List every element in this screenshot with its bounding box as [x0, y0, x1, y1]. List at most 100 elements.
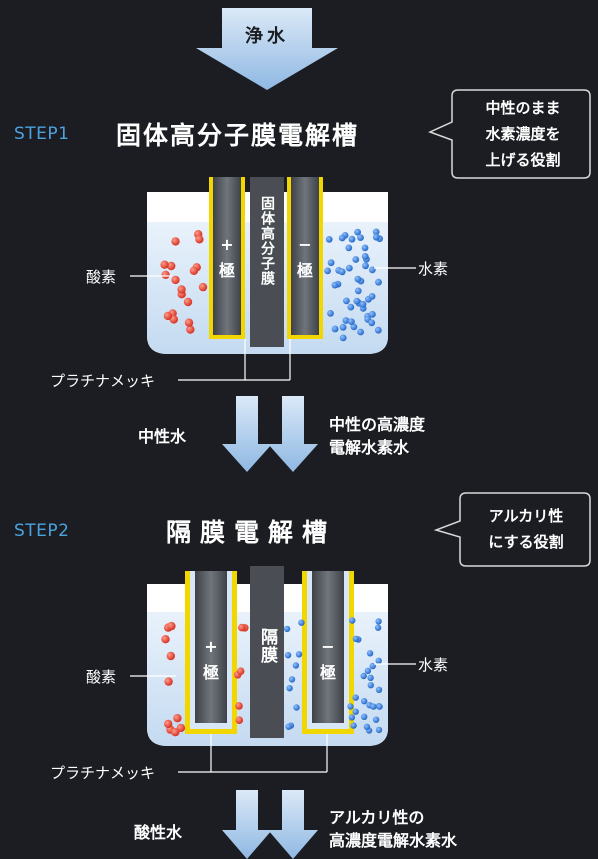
- step1-oxygen-bubble: [186, 325, 195, 334]
- step1-oxygen-bubble: [183, 297, 193, 307]
- step2-hydrogen-bubble: [292, 662, 300, 669]
- step1-hydrogen-bubble: [368, 319, 376, 327]
- step2-hydrogen-bubble: [366, 650, 374, 657]
- step1-oxygen-bubble: [184, 318, 194, 327]
- bottom-arrow-right: [268, 790, 318, 859]
- step2-hydrogen-bubble: [288, 676, 296, 683]
- step2-hydrogen-bubble: [349, 617, 356, 624]
- step1-hydrogen-bubble: [353, 297, 361, 305]
- step1-hydrogen-bubble: [343, 297, 350, 305]
- step1-oxygen-bubble: [163, 311, 173, 321]
- step2-callout: アルカリ性 にする役割: [462, 503, 590, 555]
- step2-cathode-text: 極: [319, 663, 336, 682]
- step1-hydrogen-bubble: [342, 317, 350, 324]
- step2-oxygen-bubble: [173, 714, 182, 723]
- step1-membrane: [250, 177, 284, 347]
- step1-oxygen-bubble: [171, 275, 180, 285]
- step1-hydrogen-bubble: [331, 325, 339, 333]
- step2-oxygen-bubble: [235, 716, 244, 724]
- step1-anode-text: 極: [218, 261, 235, 280]
- step1-cathode-text: 極: [296, 261, 313, 280]
- step2-hydrogen-bubble: [295, 651, 303, 658]
- step2-cathode-label: − 極: [312, 634, 344, 686]
- step1-output-right-line2: 電解水素水: [329, 438, 410, 457]
- step1-hydrogen-bubble: [357, 328, 364, 336]
- step2-hydrogen-bubble: [367, 674, 374, 681]
- step1-hydrogen-bubble: [331, 281, 339, 289]
- step1-hydrogen-bubble: [324, 267, 331, 275]
- step2-hydrogen-bubble: [348, 714, 356, 721]
- step2-hydrogen-bubble: [352, 694, 359, 701]
- step1-output-left: 中性水: [138, 427, 187, 446]
- step1-hydrogen-bubble: [368, 293, 376, 300]
- step1-hydrogen-bubble: [338, 268, 346, 276]
- step2-output-left: 酸性水: [134, 823, 183, 842]
- step1-membrane-label: 固体高分子膜: [259, 196, 275, 286]
- step1-oxygen-bubble: [195, 235, 204, 244]
- step2-oxygen-bubble: [238, 623, 246, 632]
- step1-hydrogen-bubble: [339, 334, 347, 342]
- step2-plating-label: プラチナメッキ: [50, 764, 156, 782]
- step2-oxygen-bubble: [236, 667, 245, 675]
- step2-hydrogen-bubble: [360, 672, 367, 680]
- step1-hydrogen-bubble: [374, 326, 382, 334]
- mid-arrow-left: [222, 396, 272, 472]
- step1-output-right-line1: 中性の高濃度: [329, 415, 426, 434]
- step2-hydrogen-bubble: [298, 619, 305, 626]
- step2-hydrogen-bubble: [376, 703, 383, 710]
- step2-hydrogen-bubble: [364, 667, 372, 675]
- step1-hydrogen-bubble: [352, 256, 360, 263]
- step2-hydrogen-bubble: [361, 698, 368, 705]
- step1-callout-line3: 上げる役割: [485, 151, 561, 169]
- step1-hydrogen-bubble: [348, 235, 356, 243]
- step1-hydrogen-bubble: [327, 259, 335, 267]
- step1-hydrogen-bubble: [348, 318, 355, 325]
- step2-anode: [195, 571, 227, 723]
- step2-hydrogen-bubble: [367, 682, 374, 689]
- step2-plating-leader: [178, 734, 328, 773]
- step1-cathode: [291, 177, 319, 335]
- step2-hydrogen-bubble: [286, 685, 293, 692]
- step2-hydrogen-bubble: [375, 686, 383, 693]
- step1-cathode-sign: −: [298, 235, 312, 254]
- step2-hydrogen-label: 水素: [418, 656, 449, 674]
- step2-callout-line2: にする役割: [488, 533, 564, 551]
- step2-callout-bubble: [433, 492, 591, 567]
- step1-title: 固体高分子膜電解槽: [116, 121, 360, 150]
- step2-hydrogen-bubble: [375, 618, 382, 625]
- step1-hydrogen-bubble: [338, 234, 346, 242]
- step2-label: STEP2: [14, 521, 70, 541]
- step1-anode-sign: +: [220, 235, 234, 254]
- step2-oxygen-bubble: [164, 719, 173, 729]
- input-arrow: [196, 8, 338, 90]
- step1-oxygen-bubble: [167, 261, 176, 271]
- step1-output-right: 中性の高濃度 電解水素水: [329, 413, 425, 459]
- step1-label: STEP1: [14, 124, 70, 144]
- step2-oxygen-bubble: [161, 635, 170, 644]
- step2-hydrogen-bubble: [293, 704, 300, 711]
- step1-callout-line2: 水素濃度を: [485, 125, 561, 143]
- step2-oxygen-bubble: [164, 677, 173, 686]
- step2-hydrogen-bubble: [375, 726, 383, 734]
- step1-hydrogen-bubble: [350, 323, 358, 331]
- step1-oxygen-bubble: [161, 270, 170, 279]
- step2-hydrogen-bubble: [283, 625, 291, 633]
- step1-hydrogen-bubble: [362, 262, 369, 270]
- step2-hydrogen-bubble: [374, 624, 382, 631]
- step1-hydrogen-bubble: [357, 234, 364, 242]
- step2-hydrogen-bubble: [285, 723, 292, 730]
- step2-output-right: アルカリ性の 高濃度電解水素水: [329, 806, 457, 852]
- step2-title: 隔膜電解槽: [166, 518, 337, 547]
- step1-hydrogen-bubble: [361, 253, 369, 260]
- step1-oxygen-bubble: [171, 237, 180, 246]
- step1-callout-bubble: [428, 89, 591, 179]
- step2-hydrogen-bubble: [284, 652, 292, 659]
- step2-hydrogen-bubble: [361, 713, 368, 720]
- step2-hydrogen-bubble: [372, 716, 380, 723]
- step2-hydrogen-bubble: [370, 703, 377, 710]
- step2-oxygen-bubble: [166, 651, 175, 661]
- step2-membrane: [250, 566, 284, 738]
- step2-oxygen-label: 酸素: [86, 668, 117, 686]
- step2-output-right-line2: 高濃度電解水素水: [329, 831, 458, 850]
